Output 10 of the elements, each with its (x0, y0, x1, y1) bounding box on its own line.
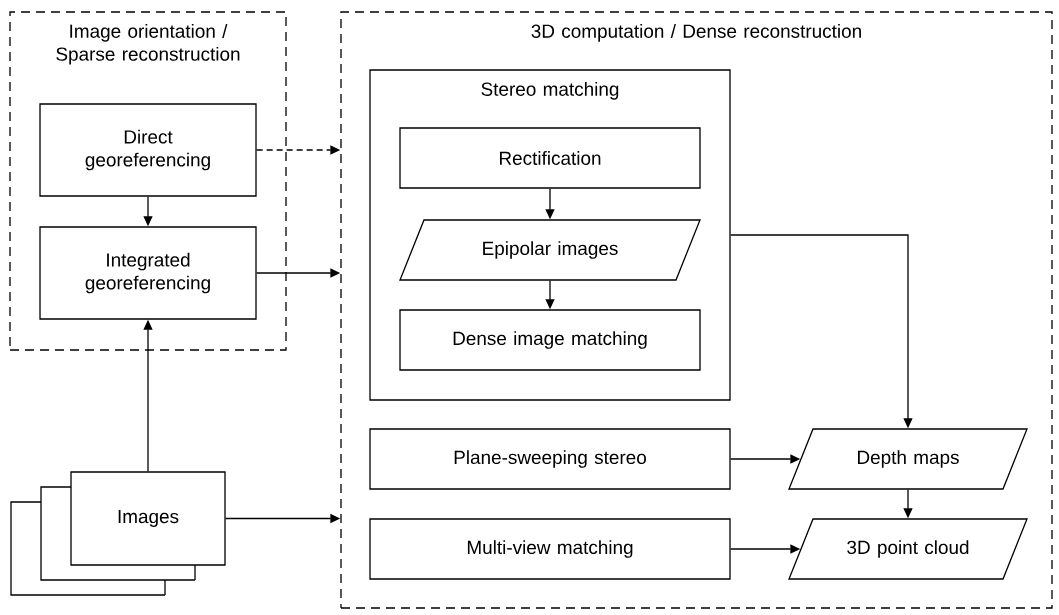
process-box: Integrated georeferencing (39, 226, 257, 320)
process-box: Plane-sweeping stereo (369, 428, 731, 490)
data-parallelogram: Depth maps (788, 428, 1028, 490)
process-box: Multi-view matching (369, 518, 731, 580)
data-parallelogram: 3D point cloud (788, 518, 1028, 580)
process-box: Direct georeferencing (39, 103, 257, 197)
process-box: Rectification (399, 127, 701, 189)
data-parallelogram: Epipolar images (399, 219, 701, 281)
process-box: Dense image matching (399, 309, 701, 371)
document-stack: Images (10, 471, 226, 596)
